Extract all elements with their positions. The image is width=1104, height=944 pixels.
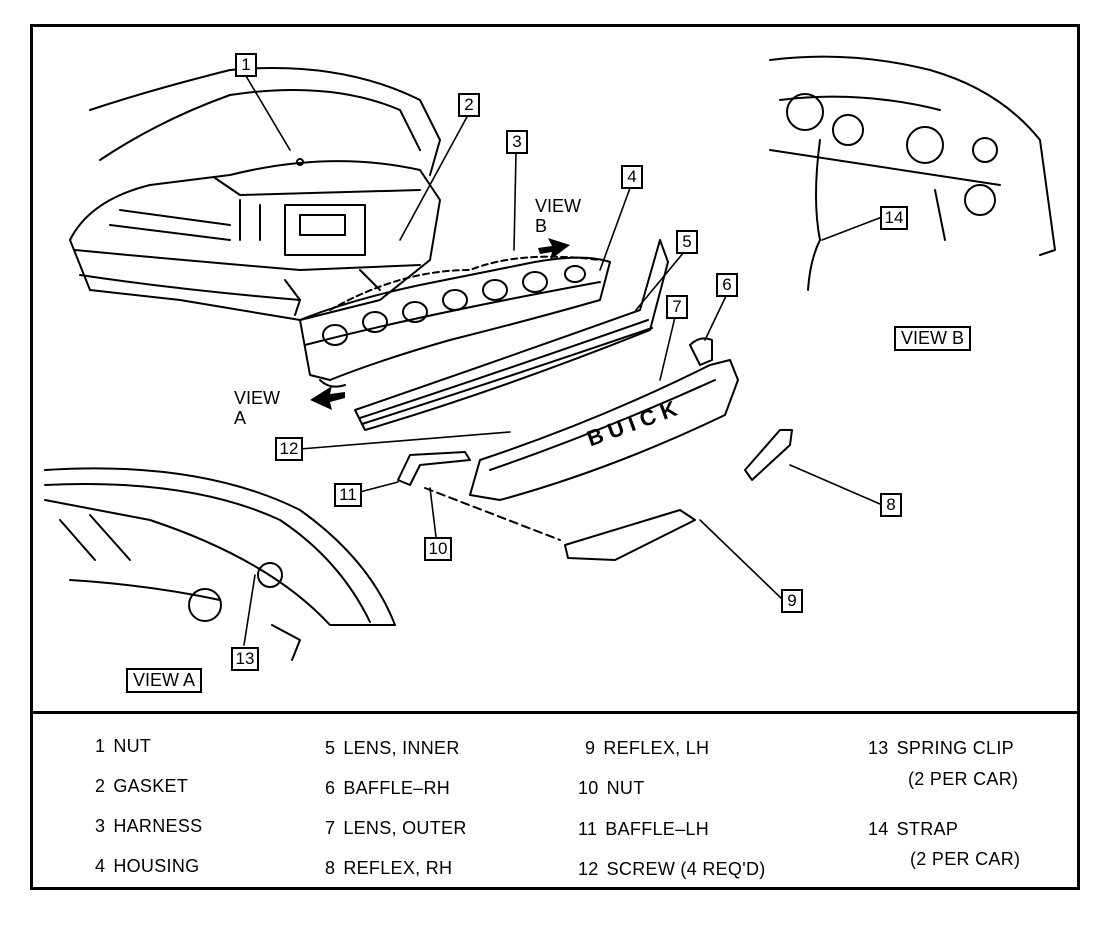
view-a-arrow [310, 386, 345, 410]
callout-2: 2 [458, 93, 480, 117]
diagram-frame [30, 24, 1080, 890]
view-b-arrow-text-1: VIEW [535, 196, 582, 216]
reflex-lh [564, 509, 696, 561]
view-a-arrow-text-2: A [234, 408, 247, 428]
callout-5: 5 [676, 230, 698, 254]
callout-7: 7 [666, 295, 688, 319]
callout-9: 9 [781, 589, 803, 613]
baffle-rh [689, 337, 713, 366]
view-b-label: VIEW B [894, 326, 972, 351]
outer-lens [469, 359, 739, 501]
leader-lines [243, 75, 883, 646]
legend-item-note: (2 PER CAR) [910, 849, 1021, 869]
callout-6: 6 [716, 273, 738, 297]
callout-10: 10 [424, 537, 452, 561]
reflex-rh [744, 429, 793, 481]
view-direction-arrows [310, 238, 570, 410]
callout-14: 14 [880, 206, 908, 230]
callout-4: 4 [621, 165, 643, 189]
callout-11: 11 [334, 483, 362, 507]
baffle-lh [397, 451, 471, 486]
car-rear-body [69, 67, 441, 321]
view-a-label: VIEW A [126, 668, 203, 693]
view-a-arrow-text-1: VIEW [234, 388, 281, 408]
callout-1: 1 [235, 53, 257, 77]
callout-8: 8 [880, 493, 902, 517]
legend-divider [30, 711, 1080, 714]
view-b-arrow-text-2: B [535, 216, 548, 236]
view-b-detail [769, 55, 1056, 291]
callout-3: 3 [506, 130, 528, 154]
legend-item-note: (2 PER CAR) [908, 769, 1019, 789]
view-b-arrow [538, 238, 570, 260]
callout-13: 13 [231, 647, 259, 671]
tail-lamp-housing [299, 255, 611, 388]
view-a-detail [44, 467, 396, 661]
callout-12: 12 [275, 437, 303, 461]
inner-lens [354, 239, 669, 431]
